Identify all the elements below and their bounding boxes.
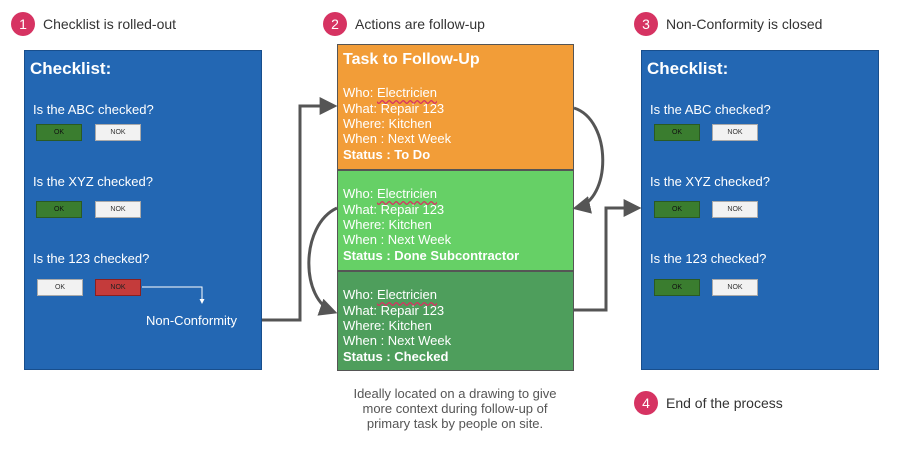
todo-to-done-arrow — [572, 106, 605, 214]
nok-button[interactable]: NOK — [95, 279, 141, 296]
ok-button[interactable]: OK — [654, 201, 700, 218]
nok-button[interactable]: NOK — [95, 201, 141, 218]
done-to-checked-arrow — [307, 206, 338, 316]
step-number-badge: 2 — [323, 12, 347, 36]
task-when: When : Next Week — [343, 232, 452, 247]
task-where: Where: Kitchen — [343, 116, 432, 131]
step-4: 4 End of the process — [634, 391, 783, 415]
question-label: Is the ABC checked? — [650, 102, 771, 117]
checklist-panel-right: Checklist: Is the ABC checked? OK NOK Is… — [641, 50, 879, 370]
task-list-title: Task to Follow-Up — [343, 51, 480, 68]
task-what: What: Repair 123 — [343, 101, 445, 116]
context-note: Ideally located on a drawing to give mor… — [353, 386, 557, 431]
step-label: Actions are follow-up — [355, 16, 485, 32]
task-where: Where: Kitchen — [343, 217, 432, 232]
step-label: Checklist is rolled-out — [43, 16, 177, 32]
task-status: Status : Done Subcontractor — [343, 248, 520, 263]
step-label: Non-Conformity is closed — [666, 16, 823, 32]
task-who: Who: Electricien — [343, 186, 437, 201]
checklist-to-task-arrow — [262, 97, 338, 322]
task-what: What: Repair 123 — [343, 202, 445, 217]
task-card-todo[interactable]: Task to Follow-Up Who: Electricien What:… — [337, 44, 574, 170]
question-label: Is the XYZ checked? — [33, 174, 153, 189]
nok-button[interactable]: NOK — [712, 201, 758, 218]
question-label: Is the XYZ checked? — [650, 174, 770, 189]
question-label: Is the ABC checked? — [33, 102, 154, 117]
ok-button[interactable]: OK — [654, 279, 700, 296]
question-label: Is the 123 checked? — [33, 251, 150, 266]
step-1: 1 Checklist is rolled-out — [11, 12, 176, 36]
task-when: When : Next Week — [343, 333, 452, 348]
nok-button[interactable]: NOK — [712, 124, 758, 141]
checklist-panel-left: Checklist: Is the ABC checked? OK NOK Is… — [24, 50, 262, 370]
ok-button[interactable]: OK — [36, 124, 82, 141]
nok-to-nonconformity-arrow — [142, 286, 205, 304]
task-status: Status : Checked — [343, 349, 449, 364]
step-number-badge: 3 — [634, 12, 658, 36]
ok-button[interactable]: OK — [37, 279, 83, 296]
task-when: When : Next Week — [343, 131, 452, 146]
task-what: What: Repair 123 — [343, 303, 445, 318]
question-label: Is the 123 checked? — [650, 251, 767, 266]
nok-button[interactable]: NOK — [95, 124, 141, 141]
task-to-checklist-arrow — [574, 199, 642, 312]
task-where: Where: Kitchen — [343, 318, 432, 333]
step-number-badge: 4 — [634, 391, 658, 415]
task-status: Status : To Do — [343, 147, 431, 162]
task-who: Who: Electricien — [343, 287, 437, 302]
non-conformity-label: Non-Conformity — [146, 313, 238, 328]
panel-title: Checklist: — [30, 59, 112, 78]
ok-button[interactable]: OK — [654, 124, 700, 141]
task-card-checked[interactable]: Who: Electricien What: Repair 123 Where:… — [337, 271, 574, 371]
step-2: 2 Actions are follow-up — [323, 12, 485, 36]
nok-button[interactable]: NOK — [712, 279, 758, 296]
task-who: Who: Electricien — [343, 85, 437, 100]
step-3: 3 Non-Conformity is closed — [634, 12, 822, 36]
ok-button[interactable]: OK — [36, 201, 82, 218]
task-card-done-subcontractor[interactable]: Who: Electricien What: Repair 123 Where:… — [337, 170, 574, 271]
step-label: End of the process — [666, 395, 783, 411]
panel-title: Checklist: — [647, 59, 729, 78]
step-number-badge: 1 — [11, 12, 35, 36]
